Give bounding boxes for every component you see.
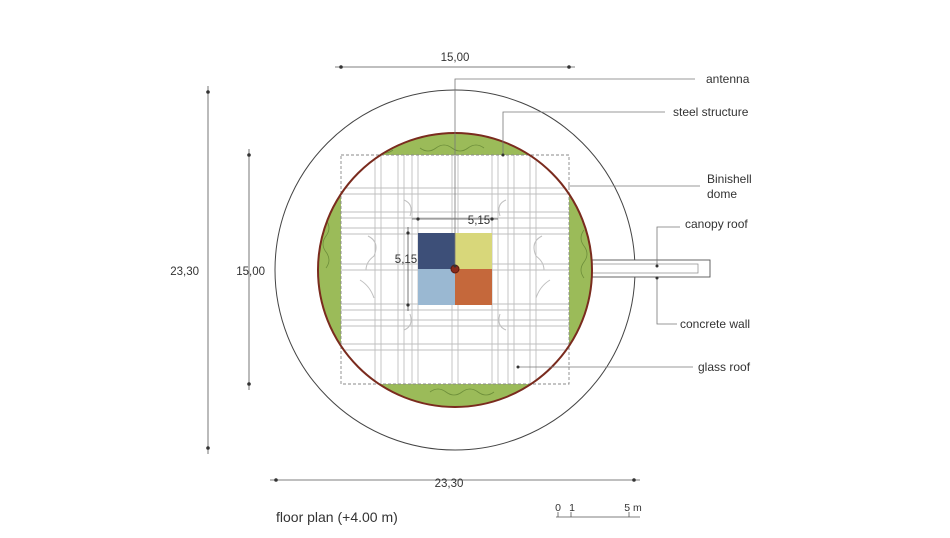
label-steel-structure: steel structure: [673, 105, 749, 119]
dimension-top: 15,00: [335, 52, 575, 69]
scale-bar: 0 1 5 m: [555, 502, 642, 518]
label-concrete-wall: concrete wall: [680, 317, 750, 331]
dimension-left-outer-label: 23,30: [170, 266, 199, 278]
leader-lines: [453, 78, 700, 369]
dimension-top-label: 15,00: [441, 52, 470, 64]
dimension-left-inner-label: 15,00: [236, 266, 265, 278]
dimension-core-width-label: 5,15: [468, 215, 490, 227]
label-binishell-line1: Binishell: [707, 172, 752, 186]
plan-caption: floor plan (+4.00 m): [276, 509, 398, 525]
scale-five: 5 m: [624, 502, 642, 514]
central-core: [418, 233, 492, 305]
label-binishell-line2: dome: [707, 187, 737, 201]
dimension-core-height-label: 5,15: [395, 254, 417, 266]
dimension-bottom: 23,30: [270, 478, 640, 490]
scale-zero: 0: [555, 502, 561, 514]
label-canopy-roof: canopy roof: [685, 217, 748, 231]
dimension-left-inner: 15,00: [236, 149, 265, 390]
square-outline: [340, 154, 570, 385]
dimension-left-outer: 23,30: [170, 86, 210, 454]
dimension-core-height: 5,15: [395, 227, 417, 311]
label-glass-roof: glass roof: [698, 360, 751, 374]
label-antenna: antenna: [706, 72, 750, 86]
scale-one: 1: [569, 502, 575, 514]
dimension-bottom-label: 23,30: [435, 478, 464, 490]
